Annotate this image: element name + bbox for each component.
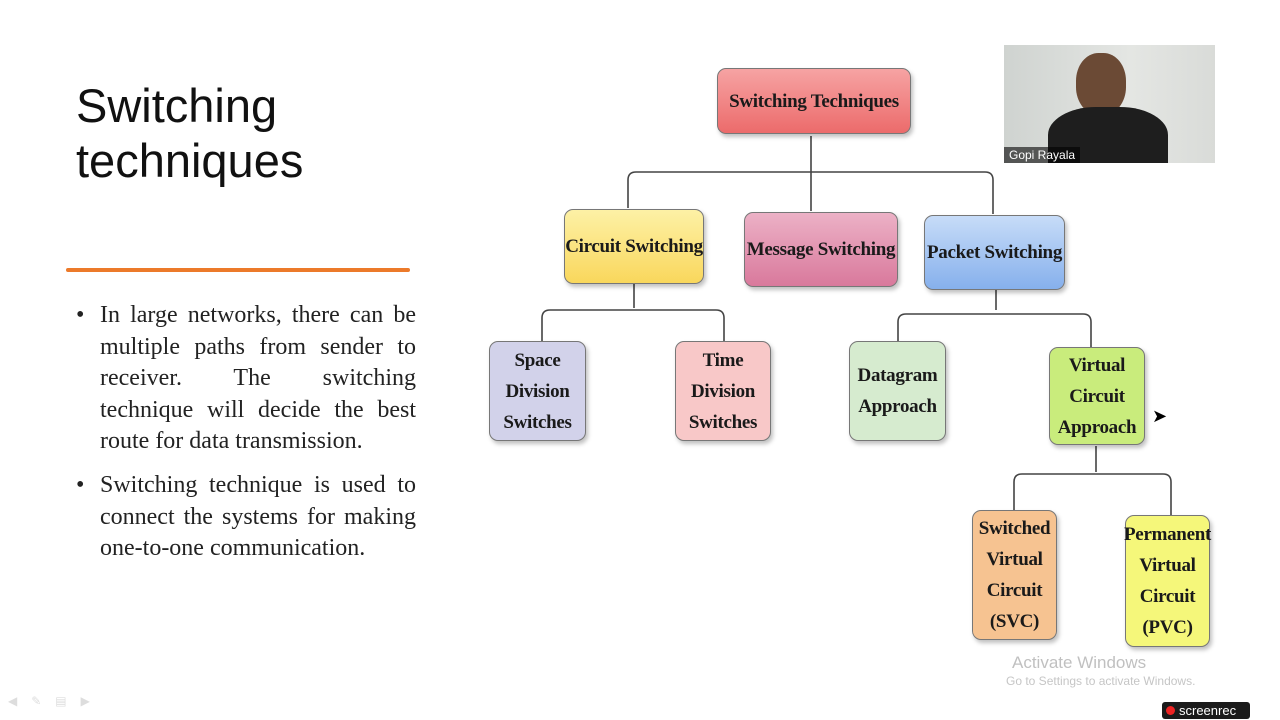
slide-controls: ◀ ✎ ▤ ▶ [8,694,90,708]
node-time-division: Time Division Switches [675,341,771,441]
title-underline [66,268,410,272]
record-icon [1166,706,1175,715]
activation-watermark: Activate Windows [1012,653,1147,672]
recorder-label: screenrec [1179,703,1237,718]
mouse-cursor-icon: ➤ [1152,406,1168,427]
pen-icon[interactable]: ✎ [31,694,42,708]
bullet-item: In large networks, there can be multiple… [76,300,416,458]
participant-head [1076,53,1126,115]
node-message-switching: Message Switching [744,212,898,287]
bullet-list: In large networks, there can be multiple… [76,300,416,577]
next-slide-icon[interactable]: ▶ [80,694,90,708]
node-pvc: Permanent Virtual Circuit (PVC) [1124,515,1211,647]
node-svc: Switched Virtual Circuit (SVC) [972,510,1057,640]
webcam-video: Gopi Rayala [1004,45,1215,163]
screenrec-badge: screenrec [1162,702,1250,719]
activation-watermark-sub: Go to Settings to activate Windows. [1006,674,1196,688]
node-circuit-switching: Circuit Switching [564,209,704,284]
node-packet-switching: Packet Switching [924,215,1065,290]
title-line: techniques [76,134,304,187]
node-virtual-circuit: Virtual Circuit Approach [1049,347,1145,445]
title-line: Switching [76,79,278,132]
node-datagram: Datagram Approach [849,341,946,441]
bullet-item: Switching technique is used to connect t… [76,470,416,565]
slide-title: Switching techniques [76,78,303,188]
node-switching-techniques: Switching Techniques [717,68,911,134]
menu-icon[interactable]: ▤ [55,694,67,708]
previous-slide-icon[interactable]: ◀ [8,694,18,708]
participant-name: Gopi Rayala [1004,147,1081,163]
node-space-division: Space Division Switches [489,341,586,441]
